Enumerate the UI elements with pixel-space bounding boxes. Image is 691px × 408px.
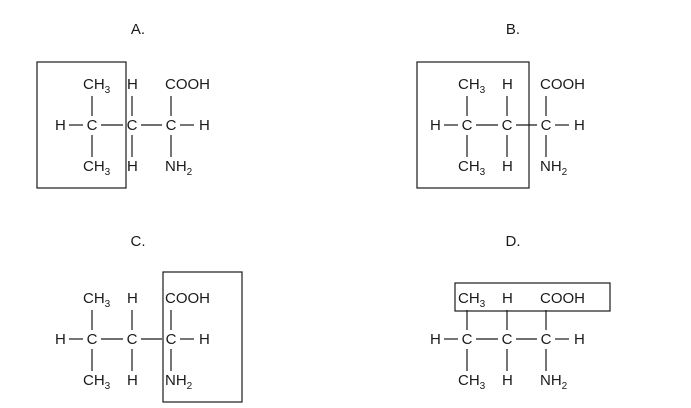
top-left-ch3-subscript: 3 bbox=[105, 85, 111, 96]
bottom-left-ch3-subscript: 3 bbox=[480, 167, 486, 178]
right-h: H bbox=[199, 331, 210, 348]
top-right-cooh: COOH bbox=[165, 76, 210, 93]
carbon-2: C bbox=[502, 117, 513, 134]
top-mid-h: H bbox=[502, 76, 513, 93]
top-mid-h: H bbox=[502, 290, 513, 307]
top-mid-h: H bbox=[127, 76, 138, 93]
bottom-right-nh2-subscript: 2 bbox=[187, 167, 193, 178]
bottom-mid-h: H bbox=[127, 372, 138, 389]
top-right-cooh: COOH bbox=[540, 76, 585, 93]
bottom-mid-h: H bbox=[127, 158, 138, 175]
carbon-3: C bbox=[541, 117, 552, 134]
bottom-left-ch3-symbol: CH bbox=[458, 158, 480, 175]
top-left-ch3: CH3 bbox=[458, 76, 486, 96]
top-right-cooh: COOH bbox=[165, 290, 210, 307]
carbon-1: C bbox=[87, 117, 98, 134]
option-label: A. bbox=[131, 21, 145, 38]
bottom-right-nh2-symbol: NH bbox=[165, 372, 187, 389]
right-h: H bbox=[574, 331, 585, 348]
bottom-left-ch3-symbol: CH bbox=[83, 158, 105, 175]
top-left-ch3: CH3 bbox=[83, 290, 111, 310]
top-right-cooh: COOH bbox=[540, 290, 585, 307]
bottom-right-nh2: NH2 bbox=[165, 158, 193, 178]
carbon-3: C bbox=[166, 331, 177, 348]
top-left-ch3-symbol: CH bbox=[458, 290, 480, 307]
top-left-ch3: CH3 bbox=[83, 76, 111, 96]
top-left-ch3-symbol: CH bbox=[83, 290, 105, 307]
bottom-right-nh2: NH2 bbox=[165, 372, 193, 392]
highlight-box bbox=[36, 61, 127, 189]
top-left-ch3-symbol: CH bbox=[83, 76, 105, 93]
bottom-right-nh2: NH2 bbox=[540, 372, 568, 392]
bottom-left-ch3: CH3 bbox=[458, 372, 486, 392]
bottom-left-ch3-symbol: CH bbox=[458, 372, 480, 389]
bottom-left-ch3-subscript: 3 bbox=[105, 381, 111, 392]
bottom-left-ch3: CH3 bbox=[458, 158, 486, 178]
carbon-1: C bbox=[462, 331, 473, 348]
bottom-right-nh2-subscript: 2 bbox=[562, 381, 568, 392]
bottom-right-nh2: NH2 bbox=[540, 158, 568, 178]
carbon-2: C bbox=[127, 117, 138, 134]
bottom-left-ch3-subscript: 3 bbox=[105, 167, 111, 178]
option-label: D. bbox=[506, 233, 521, 250]
option-label: B. bbox=[506, 21, 520, 38]
carbon-2: C bbox=[502, 331, 513, 348]
bottom-left-ch3: CH3 bbox=[83, 372, 111, 392]
bottom-mid-h: H bbox=[502, 372, 513, 389]
top-left-ch3-subscript: 3 bbox=[480, 85, 486, 96]
carbon-3: C bbox=[166, 117, 177, 134]
carbon-1: C bbox=[87, 331, 98, 348]
bottom-left-ch3-subscript: 3 bbox=[480, 381, 486, 392]
carbon-3: C bbox=[541, 331, 552, 348]
left-h: H bbox=[430, 331, 441, 348]
bottom-right-nh2-symbol: NH bbox=[165, 158, 187, 175]
right-h: H bbox=[199, 117, 210, 134]
top-left-ch3-subscript: 3 bbox=[105, 299, 111, 310]
option-label: C. bbox=[131, 233, 146, 250]
highlight-box bbox=[454, 282, 611, 312]
top-left-ch3-subscript: 3 bbox=[480, 299, 486, 310]
right-h: H bbox=[574, 117, 585, 134]
bottom-right-nh2-subscript: 2 bbox=[187, 381, 193, 392]
bottom-left-ch3-symbol: CH bbox=[83, 372, 105, 389]
bottom-left-ch3: CH3 bbox=[83, 158, 111, 178]
bottom-mid-h: H bbox=[502, 158, 513, 175]
bottom-right-nh2-subscript: 2 bbox=[562, 167, 568, 178]
carbon-1: C bbox=[462, 117, 473, 134]
top-left-ch3-symbol: CH bbox=[458, 76, 480, 93]
carbon-2: C bbox=[127, 331, 138, 348]
bottom-right-nh2-symbol: NH bbox=[540, 372, 562, 389]
highlight-box bbox=[162, 271, 243, 403]
highlight-box bbox=[416, 61, 530, 189]
bottom-right-nh2-symbol: NH bbox=[540, 158, 562, 175]
left-h: H bbox=[55, 117, 66, 134]
left-h: H bbox=[430, 117, 441, 134]
top-mid-h: H bbox=[127, 290, 138, 307]
left-h: H bbox=[55, 331, 66, 348]
top-left-ch3: CH3 bbox=[458, 290, 486, 310]
